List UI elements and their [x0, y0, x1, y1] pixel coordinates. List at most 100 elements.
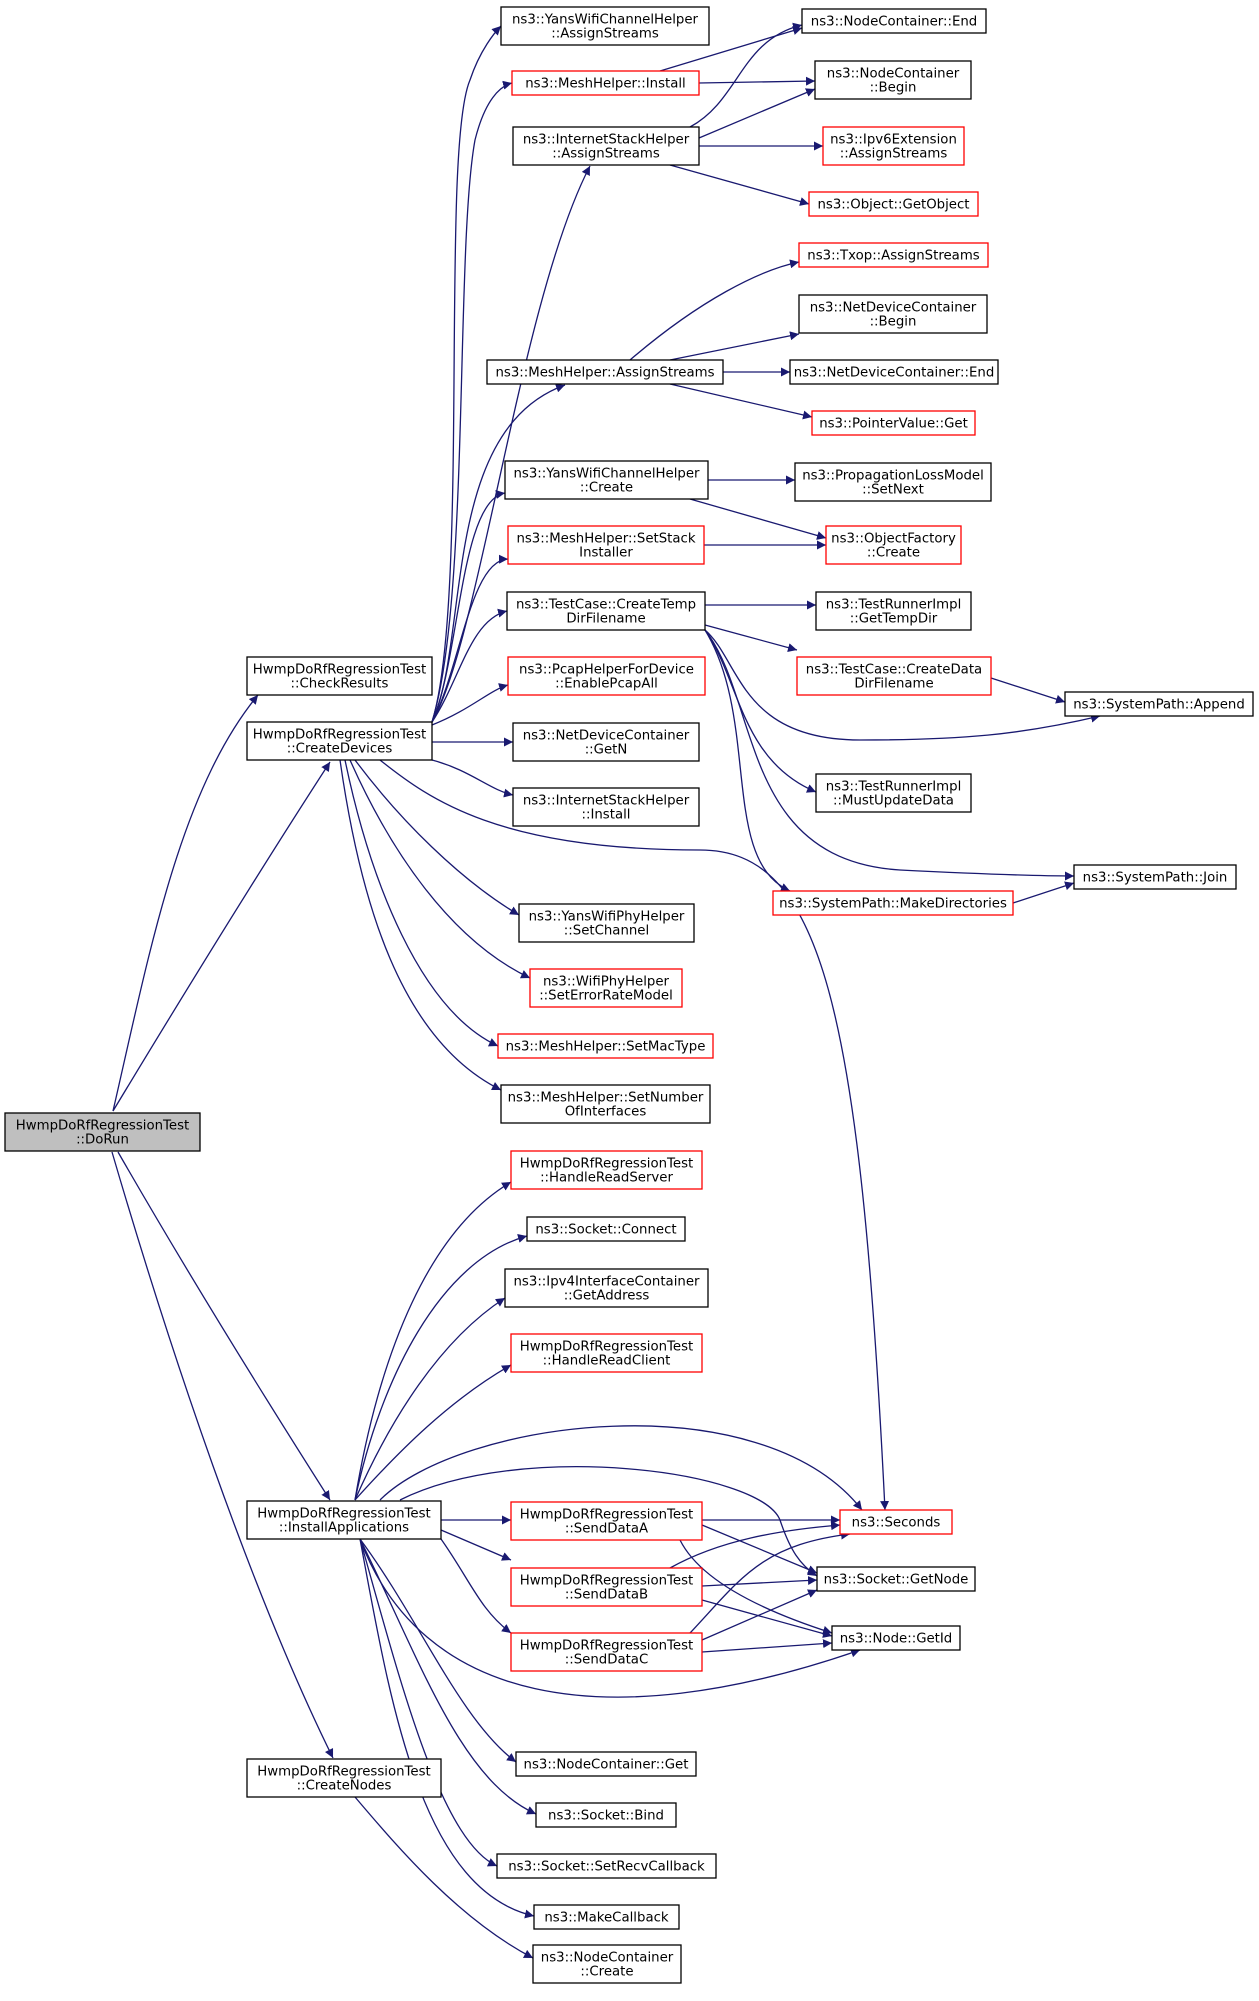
- node-meshAssign[interactable]: ns3::MeshHelper::AssignStreams: [486, 359, 724, 385]
- edge-sendB-to-sockGetNode: [701, 1575, 818, 1587]
- edge-line: [111, 1151, 334, 1759]
- node-hrServer[interactable]: HwmpDoRfRegressionTest::HandleReadServer: [510, 1150, 703, 1190]
- node-check[interactable]: HwmpDoRfRegressionTest::CheckResults: [246, 656, 433, 696]
- node-root[interactable]: HwmpDoRfRegressionTest::DoRun: [4, 1112, 201, 1152]
- node-label: DirFilename: [566, 612, 645, 627]
- node-box: [510, 1632, 703, 1672]
- node-sockConnect[interactable]: ns3::Socket::Connect: [526, 1216, 686, 1242]
- node-ndcGetN[interactable]: ns3::NetDeviceContainer::GetN: [512, 722, 700, 762]
- edge-line: [1012, 881, 1075, 904]
- node-ipv4GetAddr[interactable]: ns3::Ipv4InterfaceContainer::GetAddress: [504, 1268, 709, 1308]
- edge-installApps-to-hrClient: [354, 1364, 512, 1501]
- node-box: [798, 294, 988, 334]
- node-label: ns3::NetDeviceContainer: [523, 729, 690, 744]
- edge-createDev-to-meshMac: [344, 759, 499, 1047]
- edge-line: [629, 259, 800, 361]
- node-label: ::SetChannel: [564, 924, 649, 939]
- node-sockGetNode[interactable]: ns3::Socket::GetNode: [816, 1566, 976, 1592]
- node-box: [507, 525, 705, 565]
- node-sockBind[interactable]: ns3::Socket::Bind: [535, 1802, 677, 1828]
- node-pvGet[interactable]: ns3::PointerValue::Get: [811, 410, 976, 436]
- node-meshInstall[interactable]: ns3::MeshHelper::Install: [511, 70, 700, 96]
- node-label: ::SendDataB: [565, 1588, 648, 1603]
- node-ndcEnd[interactable]: ns3::NetDeviceContainer::End: [789, 359, 999, 385]
- node-ofCreate[interactable]: ns3::ObjectFactory::Create: [825, 525, 962, 565]
- node-nodeGetId[interactable]: ns3::Node::GetId: [831, 1625, 961, 1651]
- node-box: [4, 1112, 201, 1152]
- node-label: HwmpDoRfRegressionTest: [520, 1574, 693, 1589]
- node-spAppend[interactable]: ns3::SystemPath::Append: [1064, 691, 1254, 717]
- node-yansPhySetCh[interactable]: ns3::YansWifiPhyHelper::SetChannel: [518, 903, 695, 943]
- node-sendC[interactable]: HwmpDoRfRegressionTest::SendDataC: [510, 1632, 703, 1672]
- node-inetAssign[interactable]: ns3::InternetStackHelper::AssignStreams: [512, 126, 700, 166]
- node-label: ns3::MeshHelper::Install: [525, 77, 686, 92]
- edges-layer: [111, 22, 1101, 1959]
- node-ndcBegin[interactable]: ns3::NetDeviceContainer::Begin: [798, 294, 988, 334]
- node-box: [1073, 864, 1237, 890]
- node-label: ::SetNext: [862, 483, 924, 498]
- node-createNodes[interactable]: HwmpDoRfRegressionTest::CreateNodes: [246, 1758, 442, 1798]
- edge-sendA-to-nodeGetId: [679, 1539, 833, 1635]
- node-meshMac[interactable]: ns3::MeshHelper::SetMacType: [497, 1033, 714, 1059]
- node-hrClient[interactable]: HwmpDoRfRegressionTest::HandleReadClient: [510, 1333, 703, 1373]
- node-ncEnd[interactable]: ns3::NodeContainer::End: [801, 8, 987, 34]
- node-ipv6Ext[interactable]: ns3::Ipv6Extension::AssignStreams: [822, 126, 965, 166]
- node-sockRecv[interactable]: ns3::Socket::SetRecvCallback: [496, 1853, 717, 1879]
- node-sendA[interactable]: HwmpDoRfRegressionTest::SendDataA: [510, 1501, 703, 1541]
- edge-root-to-installApps: [117, 1151, 331, 1501]
- edge-line: [354, 1297, 506, 1501]
- node-txop[interactable]: ns3::Txop::AssignStreams: [798, 242, 989, 268]
- node-label: ns3::MeshHelper::SetNumber: [508, 1091, 704, 1106]
- node-label: ::AssignStreams: [552, 147, 660, 162]
- edge-line: [379, 1425, 863, 1511]
- node-yansAssign[interactable]: ns3::YansWifiChannelHelper::AssignStream…: [500, 6, 710, 46]
- edge-meshInstall-to-ncEnd: [659, 26, 803, 72]
- node-label: HwmpDoRfRegressionTest: [257, 1765, 430, 1780]
- node-makeCb[interactable]: ns3::MakeCallback: [533, 1904, 680, 1930]
- edge-line: [669, 383, 813, 420]
- node-box: [815, 773, 972, 813]
- edge-sendA-to-sockGetNode: [701, 1524, 818, 1574]
- edge-line: [701, 1524, 818, 1574]
- edge-line: [354, 1364, 512, 1501]
- node-ncGet[interactable]: ns3::NodeContainer::Get: [515, 1751, 697, 1777]
- node-ncBegin[interactable]: ns3::NodeContainer::Begin: [814, 60, 972, 100]
- edge-installApps-to-sendB: [440, 1529, 512, 1561]
- node-seconds[interactable]: ns3::Seconds: [839, 1509, 953, 1535]
- edge-line: [379, 759, 890, 1511]
- edge-meshAssign-to-ndcBegin: [669, 331, 800, 361]
- node-createDev[interactable]: HwmpDoRfRegressionTest::CreateDevices: [246, 721, 433, 761]
- node-box: [798, 242, 989, 268]
- node-label: ::InstallApplications: [279, 1521, 409, 1536]
- edge-yansCreate-to-ofCreate: [689, 498, 827, 540]
- node-sendB[interactable]: HwmpDoRfRegressionTest::SendDataB: [510, 1567, 703, 1607]
- edge-line: [701, 1589, 818, 1641]
- edge-line: [698, 88, 816, 139]
- node-wifiPhyErr[interactable]: ns3::WifiPhyHelper::SetErrorRateModel: [529, 968, 683, 1008]
- node-yansCreate[interactable]: ns3::YansWifiChannelHelper::Create: [504, 460, 709, 500]
- node-label: ns3::NodeContainer: [541, 1951, 674, 1966]
- node-spMake[interactable]: ns3::SystemPath::MakeDirectories: [772, 890, 1014, 916]
- node-ncCreate[interactable]: ns3::NodeContainer::Create: [532, 1944, 682, 1984]
- edge-spMake-to-spJoin: [1012, 881, 1075, 904]
- node-installApps[interactable]: HwmpDoRfRegressionTest::InstallApplicati…: [246, 1500, 442, 1540]
- node-box: [811, 410, 976, 436]
- node-label: HwmpDoRfRegressionTest: [253, 728, 426, 743]
- node-pcap[interactable]: ns3::PcapHelperForDevice::EnablePcapAll: [507, 656, 706, 696]
- node-label: ns3::Object::GetObject: [817, 198, 969, 213]
- node-ishInstall[interactable]: ns3::InternetStackHelper::Install: [512, 787, 700, 827]
- node-getObject[interactable]: ns3::Object::GetObject: [808, 191, 979, 217]
- node-box: [794, 462, 992, 502]
- node-spJoin[interactable]: ns3::SystemPath::Join: [1073, 864, 1237, 890]
- node-trMust[interactable]: ns3::TestRunnerImpl::MustUpdateData: [815, 773, 972, 813]
- node-label: OfInterfaces: [565, 1105, 647, 1120]
- edge-installApps-to-sockConnect: [354, 1234, 528, 1501]
- node-trGetTemp[interactable]: ns3::TestRunnerImpl::GetTempDir: [815, 591, 972, 631]
- edge-line: [431, 80, 513, 723]
- node-propSetNext[interactable]: ns3::PropagationLossModel::SetNext: [794, 462, 992, 502]
- edge-root-to-check: [112, 694, 259, 1112]
